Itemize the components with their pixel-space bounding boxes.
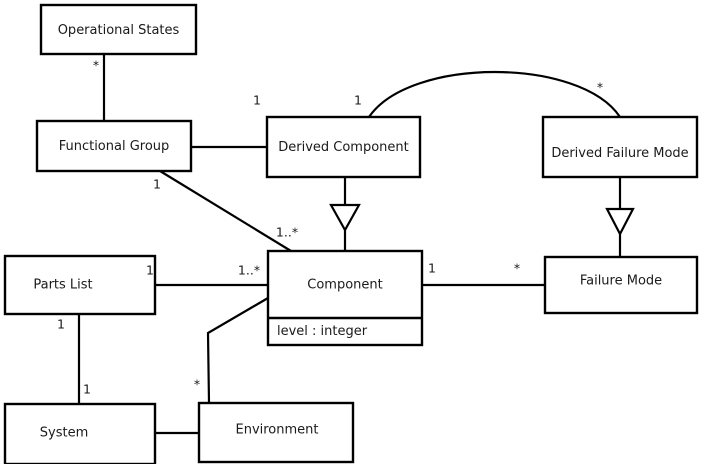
class-name-derived-failure-mode: Derived Failure Mode [551,146,688,161]
multiplicity-environment-star: * [194,377,200,392]
class-name-system: System [40,426,88,441]
multiplicity-operational-states-star: * [93,58,99,73]
class-rect-operational-states[interactable] [39,3,198,56]
multiplicity-component-failure-mode-one: 1 [428,261,436,276]
class-name-functional-group: Functional Group [59,139,170,154]
multiplicity-functional-group-component-many: 1..* [276,225,298,240]
class-name-derived-component: Derived Component [278,140,409,155]
class-name-parts-list: Parts List [33,278,92,293]
multiplicity-functional-group-component-one: 1 [153,177,161,192]
class-rect-derived-component[interactable] [265,115,422,179]
class-box-system[interactable]: System [3,402,157,464]
class-rect-functional-group[interactable] [35,119,193,173]
class-name-component: Component [307,278,382,293]
class-box-derived-failure-mode[interactable]: Derived Failure Mode [541,115,699,179]
association-derived-component-derived-failure-mode[interactable] [368,70,621,118]
class-box-derived-component[interactable]: Derived Component [265,115,422,179]
multiplicity-derived-failure-mode-curve-star: * [597,80,603,95]
class-rect-component[interactable] [266,249,424,347]
multiplicity-functional-group-derived-component-one: 1 [253,93,261,108]
class-box-environment[interactable]: Environment [197,401,355,464]
class-name-operational-states: Operational States [58,23,180,38]
class-name-failure-mode: Failure Mode [580,274,662,289]
association-functional-group-component[interactable] [159,170,292,252]
multiplicity-failure-mode-star: * [514,261,520,276]
class-rect-failure-mode[interactable] [543,255,699,315]
multiplicity-parts-list-system-bottom-one: 1 [83,382,91,397]
multiplicity-parts-list-one: 1 [146,263,154,278]
multiplicity-parts-list-component-many: 1..* [238,263,260,278]
class-rect-parts-list[interactable] [3,254,157,316]
class-attribute-component-level: level : integer [277,324,368,339]
class-name-environment: Environment [235,423,318,438]
generalization-triangle-derived-failure-mode [605,207,635,237]
class-box-functional-group[interactable]: Functional Group [35,119,193,173]
class-rect-derived-failure-mode[interactable] [541,115,699,179]
association-environment-component[interactable] [206,297,269,404]
generalization-triangle-derived-component [329,203,361,233]
class-box-parts-list[interactable]: Parts List [3,254,157,316]
multiplicity-parts-list-system-top-one: 1 [57,317,65,332]
class-box-operational-states[interactable]: Operational States [39,3,198,56]
class-rect-environment[interactable] [197,401,355,464]
class-rect-system[interactable] [3,402,157,464]
multiplicity-derived-component-curve-one: 1 [354,93,362,108]
class-box-component[interactable]: Component level : integer [266,249,424,347]
class-box-failure-mode[interactable]: Failure Mode [543,255,699,315]
